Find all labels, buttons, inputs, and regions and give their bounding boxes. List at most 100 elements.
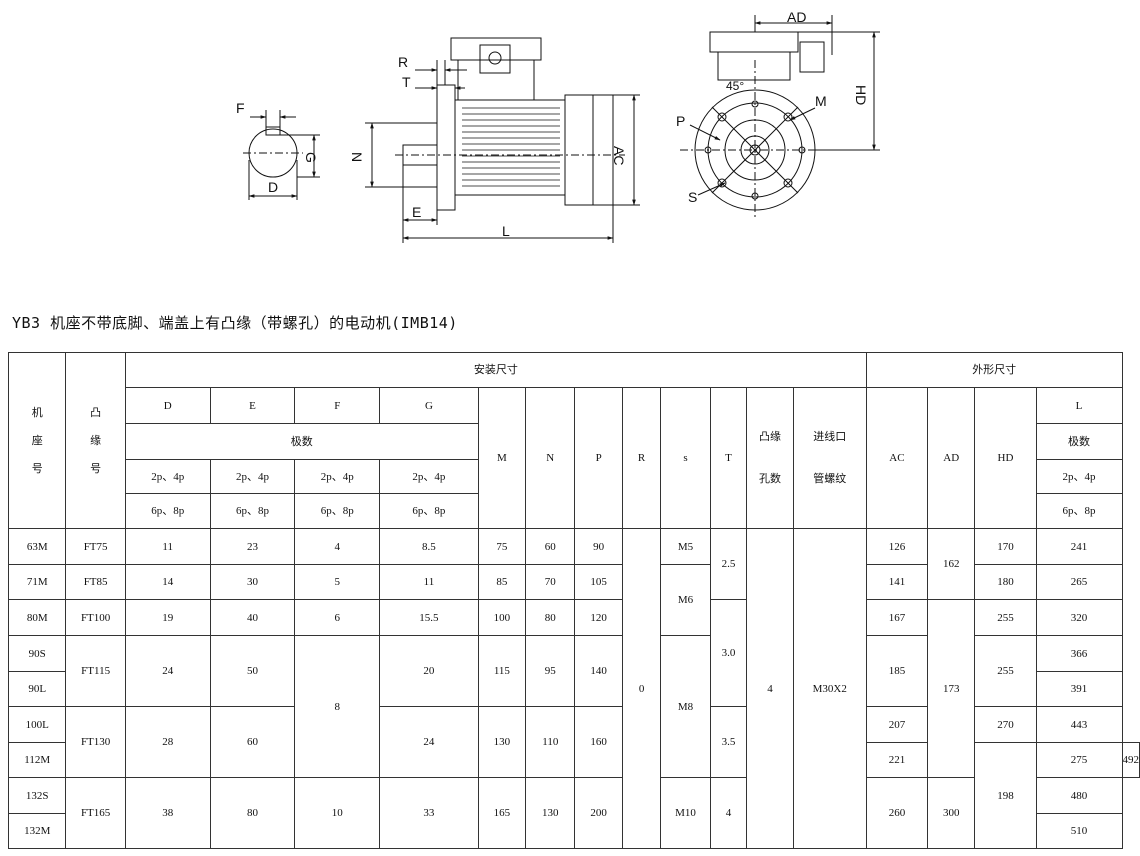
header-outline: 外形尺寸 — [865, 352, 1123, 388]
shaft-section-view — [243, 110, 320, 200]
header-row: D E F G M N P R s T 凸缘孔数 进线口管螺纹 AC AD HD… — [9, 387, 1140, 529]
cell-l: 391 — [1035, 671, 1123, 707]
cell-hd: 170 — [974, 528, 1037, 565]
header-frame: 机座号 — [7, 352, 67, 529]
poles-label: 6p、8p — [294, 493, 381, 529]
dim-label-e: E — [412, 204, 421, 220]
cell-m: 85 — [477, 564, 527, 600]
table-row: 132S FT165 38 80 10 33 165 130 200 M10 4… — [7, 777, 1140, 849]
cell-ac: 260 — [865, 777, 929, 849]
cell-g: 15.5 — [379, 599, 479, 636]
poles-label: 6p、8p — [379, 493, 479, 529]
dim-label-m: M — [815, 93, 827, 109]
cell-f: 4 — [294, 528, 381, 565]
cell-n: 80 — [525, 599, 576, 636]
cell-hd: 255 — [974, 635, 1037, 707]
cell-f: 5 — [294, 564, 381, 600]
cell-ad: 162 — [927, 528, 976, 600]
cell-frame: 63M — [7, 528, 67, 565]
cell-g: 11 — [379, 564, 479, 600]
cell-m: 115 — [477, 635, 527, 707]
cell-flange: FT115 — [65, 635, 126, 707]
cell-e: 50 — [209, 635, 296, 707]
cell-s: M8 — [660, 635, 711, 778]
cell-r: 0 — [621, 528, 662, 849]
cell-s: M5 — [660, 528, 711, 565]
cell-m: 100 — [477, 599, 527, 636]
header-ad: AD — [927, 387, 976, 529]
cell-n: 110 — [525, 706, 576, 778]
cell-ac: 126 — [865, 528, 929, 565]
table-row: 90L 391 — [7, 671, 1140, 707]
page-title: YB3 机座不带底脚、端盖上有凸缘（带螺孔）的电动机(IMB14) — [12, 314, 458, 332]
header-l-poles: 极数 — [1035, 423, 1123, 460]
cell-m: 165 — [477, 777, 527, 849]
cell-frame: 71M — [7, 564, 67, 600]
cell-holes: 4 — [746, 528, 794, 849]
header-t: T — [709, 387, 748, 529]
motor-drawing: F G D R T N E L AC AD HD P S M 45° — [236, 9, 880, 243]
cell-frame: 112M — [7, 742, 67, 778]
header-flange: 凸缘号 — [65, 352, 126, 529]
cell-f: 10 — [294, 777, 381, 849]
cell-m: 75 — [477, 528, 527, 565]
cell-d: 19 — [124, 599, 211, 636]
cell-flange: FT85 — [65, 564, 126, 600]
cell-frame: 90S — [7, 635, 67, 672]
poles-label: 6p、8p — [124, 493, 211, 529]
table-row: 71M FT85 14 30 5 11 85 70 105 M6 141 180… — [7, 564, 1140, 636]
dim-label-n: N — [349, 152, 365, 162]
cell-d: 38 — [124, 777, 211, 849]
cell-d: 28 — [124, 706, 211, 778]
poles-label: 6p、8p — [209, 493, 296, 529]
cell-e: 40 — [209, 599, 296, 636]
poles-label: 6p、8p — [1035, 493, 1123, 529]
cell-ad: 198 — [974, 742, 1037, 849]
cell-frame: 90L — [7, 671, 67, 707]
cell-e: 80 — [209, 777, 296, 849]
cell-e: 60 — [209, 706, 296, 778]
cell-t: 3.5 — [709, 706, 748, 778]
header-hd: HD — [974, 387, 1037, 529]
dim-label-angle: 45° — [726, 79, 744, 93]
cell-f: 8 — [294, 635, 381, 778]
header-ac: AC — [865, 387, 929, 529]
cell-n: 60 — [525, 528, 576, 565]
cell-frame: 132M — [7, 813, 67, 849]
cell-g: 24 — [379, 706, 479, 778]
poles-label: 2p、4p — [1035, 459, 1123, 494]
cell-frame: 132S — [7, 777, 67, 814]
table-row: 80M FT100 19 40 6 15.5 100 80 120 3.0 16… — [7, 599, 1140, 778]
dim-label-s: S — [688, 189, 697, 205]
dimension-table: 机座号 凸缘号 安装尺寸 外形尺寸 D E F G M N P R s T 凸缘… — [7, 352, 1140, 849]
cell-t: 4 — [709, 777, 748, 849]
cell-flange: FT165 — [65, 777, 126, 849]
table-row: 90S FT115 24 50 8 20 115 95 140 M8 185 2… — [7, 635, 1140, 778]
cell-flange: FT130 — [65, 706, 126, 778]
cell-thread: M30X2 — [792, 528, 867, 849]
cell-g: 8.5 — [379, 528, 479, 565]
motor-side-view — [365, 37, 640, 243]
cell-hd: 180 — [974, 564, 1037, 600]
cell-p: 140 — [574, 635, 623, 707]
cell-s: M10 — [660, 777, 711, 849]
cell-l: 510 — [1035, 813, 1123, 849]
motor-front-view — [680, 15, 880, 220]
header-m: M — [477, 387, 527, 529]
poles-label: 2p、4p — [294, 459, 381, 494]
cell-l: 241 — [1035, 528, 1123, 565]
cell-l: 443 — [1035, 706, 1123, 743]
dim-label-p: P — [676, 113, 685, 129]
dim-label-ad: AD — [787, 9, 806, 25]
dim-label-d: D — [268, 179, 278, 195]
cell-l: 480 — [1035, 777, 1123, 814]
cell-p: 105 — [574, 564, 623, 600]
dim-label-r: R — [398, 54, 408, 70]
dim-label-f: F — [236, 100, 245, 116]
cell-frame: 80M — [7, 599, 67, 636]
cell-s: M6 — [660, 564, 711, 636]
header-p: P — [574, 387, 623, 529]
header-l: L — [1035, 387, 1123, 424]
cell-d: 14 — [124, 564, 211, 600]
cell-frame: 100L — [7, 706, 67, 743]
